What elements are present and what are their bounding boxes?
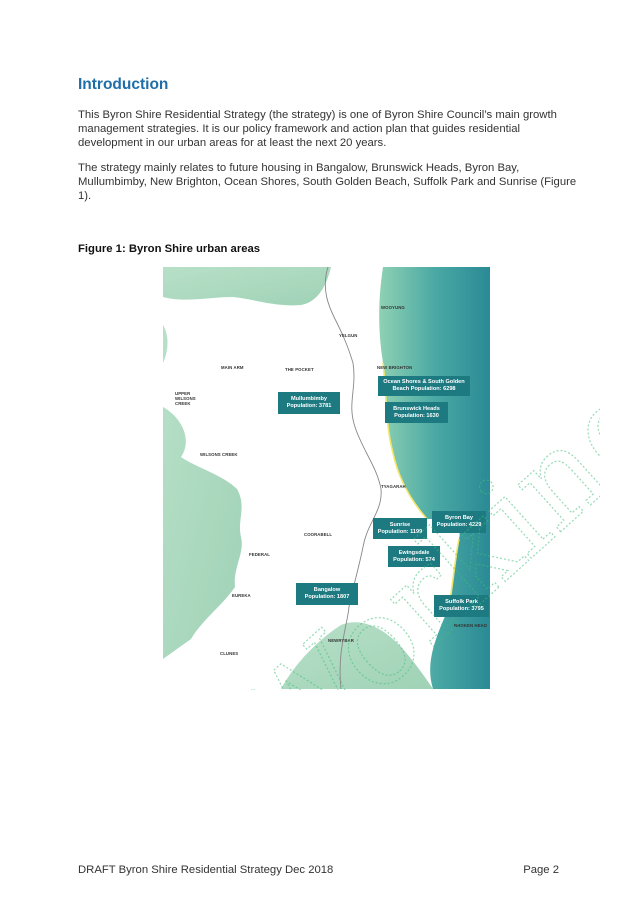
area-name: Mullumbimby — [290, 396, 328, 402]
place-eureka: EUREKA — [232, 593, 251, 598]
place-the-pocket: THE POCKET — [285, 367, 314, 372]
area-population: Population: 1807 — [304, 594, 350, 600]
area-population: Population: 1199 — [377, 528, 423, 535]
area-population: Population: 3795 — [439, 606, 484, 612]
area-bangalow: Bangalow Population: 1807 — [296, 583, 358, 605]
place-broken-head: BROKEN HEAD — [454, 623, 488, 628]
area-population: Population: 3781 — [286, 403, 332, 409]
highway — [324, 267, 382, 689]
section-heading: Introduction — [78, 76, 169, 93]
area-name: Brunswick Heads — [393, 405, 440, 412]
figure-caption: Figure 1: Byron Shire urban areas — [78, 243, 261, 255]
hinterland-west — [163, 325, 242, 659]
place-coorabell: COORABELL — [304, 532, 333, 537]
area-name: Sunrise — [389, 521, 411, 528]
footer-document-title: DRAFT Byron Shire Residential Strategy D… — [78, 864, 334, 876]
area-population: Population: 574 — [393, 556, 435, 563]
place-new-brighton: NEW BRIGHTON — [377, 365, 413, 370]
intro-paragraph-1: This Byron Shire Residential Strategy (t… — [78, 109, 557, 150]
area-population: Population: 1630 — [394, 412, 439, 419]
area-suffolk-park: Suffolk Park Population: 3795 — [434, 595, 489, 617]
area-mullumbimby: Mullumbimby Population: 3781 — [278, 392, 340, 414]
place-tyagarah: TYAGARAH — [381, 484, 406, 489]
area-name: Bangalow — [313, 587, 341, 593]
area-ocean-shores: Ocean Shores & South Golden Beach Popula… — [378, 376, 470, 396]
area-ewingsdale: Ewingsdale Population: 574 — [388, 546, 440, 567]
place-wooyung: WOOYUNG — [381, 305, 405, 310]
area-byron-bay: Byron Bay Population: 4229 — [432, 511, 486, 533]
footer-page-number: Page 2 — [523, 864, 559, 876]
intro-paragraph-2: The strategy mainly relates to future ho… — [78, 162, 577, 203]
place-wilsons-creek: WILSONS CREEK — [200, 452, 238, 457]
place-yelgun: YELGUN — [339, 333, 358, 338]
area-sunrise: Sunrise Population: 1199 — [373, 518, 427, 539]
byron-shire-map: WOOYUNG YELGUN NEW BRIGHTON MAIN ARM THE… — [163, 267, 490, 689]
place-clunes: CLUNES — [220, 651, 239, 656]
area-name: Suffolk Park — [445, 599, 478, 605]
area-brunswick-heads: Brunswick Heads Population: 1630 — [385, 402, 448, 423]
area-population: Population: 4229 — [436, 522, 482, 528]
place-main-arm: MAIN ARM — [221, 365, 244, 370]
area-name: Ewingsdale — [398, 549, 430, 556]
ocean — [379, 267, 490, 689]
area-name: Ocean Shores & South Golden — [383, 379, 465, 385]
hinterland-north — [163, 267, 331, 306]
place-upper-wilsons-creek: UPPER WILSONS CREEK — [175, 391, 196, 406]
map-graphic — [163, 267, 490, 689]
area-population: Beach Population: 6298 — [392, 386, 456, 392]
place-federal: FEDERAL — [249, 552, 270, 557]
place-newrybar: NEWRYBAR — [328, 638, 354, 643]
area-name: Byron Bay — [445, 515, 473, 521]
hinterland-south — [281, 622, 433, 689]
